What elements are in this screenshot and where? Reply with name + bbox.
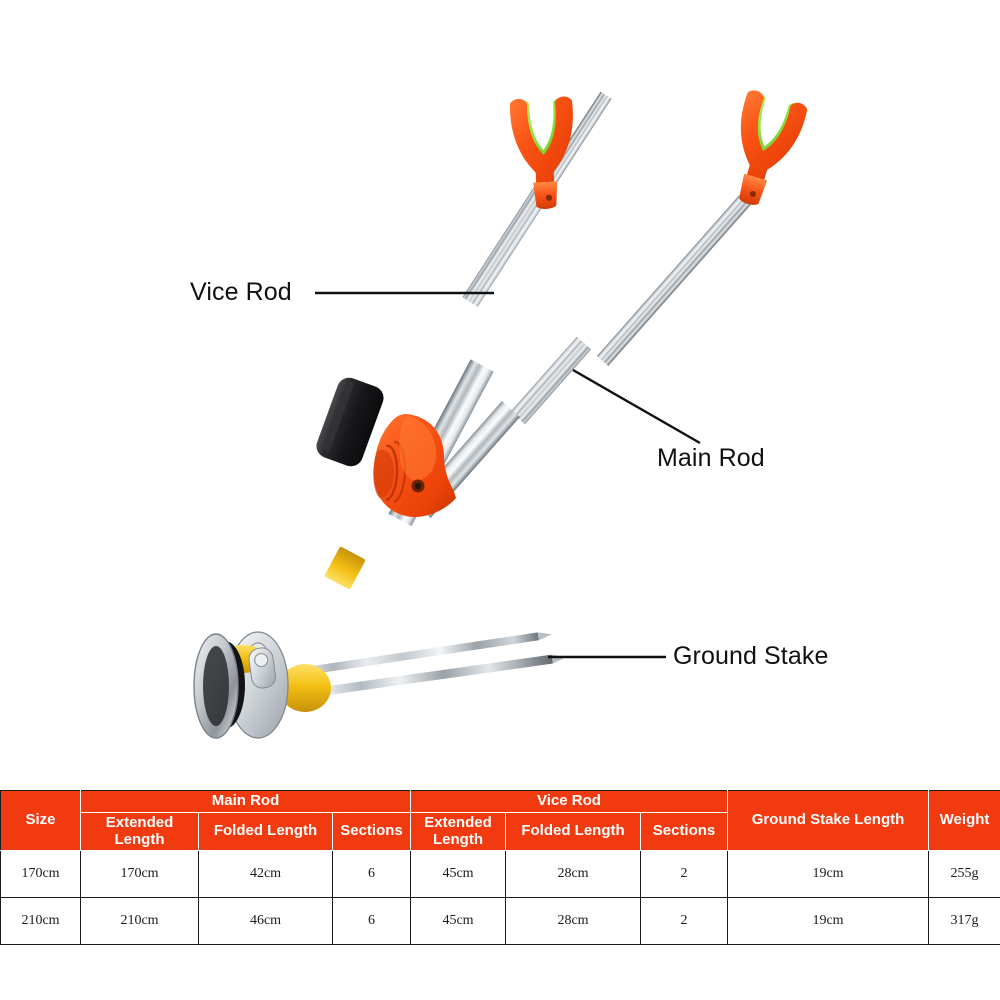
callout-leader-lines xyxy=(315,291,701,659)
header-vice-extended-length: Extended Length xyxy=(410,811,506,852)
cell-main-folded: 46cm xyxy=(198,897,333,946)
cell-weight: 255g xyxy=(928,850,1000,899)
ground-stake-graphic xyxy=(193,631,567,739)
cell-main-extended: 210cm xyxy=(80,897,199,946)
cell-main-sections: 6 xyxy=(332,850,411,899)
table-header-row-sub: Extended Length Folded Length Sections E… xyxy=(1,811,1000,852)
cell-main-folded: 42cm xyxy=(198,850,333,899)
callout-label-vice-rod: Vice Rod xyxy=(190,278,292,306)
leader-line-main-rod xyxy=(572,368,701,445)
header-vice-folded-length: Folded Length xyxy=(505,811,641,852)
cell-main-extended: 170cm xyxy=(80,850,199,899)
header-weight: Weight xyxy=(928,789,1000,852)
black-cap-graphic xyxy=(316,377,384,467)
specification-table-container: Size Main Rod Vice Rod Ground Stake Leng… xyxy=(0,789,1000,946)
cell-weight: 317g xyxy=(928,897,1000,946)
table-row: 210cm 210cm 46cm 6 45cm 28cm 2 19cm 317g xyxy=(0,897,1000,946)
callout-label-ground-stake: Ground Stake xyxy=(673,642,829,670)
table-header-row-group: Size Main Rod Vice Rod Ground Stake Leng… xyxy=(0,789,1000,852)
cell-main-sections: 6 xyxy=(332,897,411,946)
main-rod-fork-head-graphic xyxy=(739,90,808,205)
header-main-sections: Sections xyxy=(332,811,411,852)
header-ground-stake-length: Ground Stake Length xyxy=(727,789,930,852)
header-main-rod: Main Rod xyxy=(80,790,411,813)
header-main-folded-length: Folded Length xyxy=(198,811,333,852)
cell-vice-extended: 45cm xyxy=(410,850,506,899)
cell-size: 170cm xyxy=(0,850,81,899)
header-vice-sections: Sections xyxy=(639,811,729,852)
table-row: 170cm 170cm 42cm 6 45cm 28cm 2 19cm 255g xyxy=(0,850,1000,899)
product-photo: Vice Rod Main Rod Ground Stake xyxy=(190,90,829,739)
yellow-collar-graphic xyxy=(324,546,366,590)
cell-vice-folded: 28cm xyxy=(505,850,641,899)
cell-vice-sections: 2 xyxy=(639,897,729,946)
vice-rod-fork-head-graphic xyxy=(510,96,573,209)
cell-vice-folded: 28cm xyxy=(505,897,641,946)
cell-size: 210cm xyxy=(0,897,81,946)
header-size: Size xyxy=(0,789,81,852)
cell-vice-sections: 2 xyxy=(639,850,729,899)
header-main-extended-length: Extended Length xyxy=(80,811,199,852)
cell-vice-extended: 45cm xyxy=(410,897,506,946)
cell-ground-stake-length: 19cm xyxy=(727,850,930,899)
header-vice-rod: Vice Rod xyxy=(409,790,729,813)
callout-label-main-rod: Main Rod xyxy=(657,444,765,472)
pivot-joint-graphic xyxy=(373,414,456,518)
cell-ground-stake-length: 19cm xyxy=(727,897,930,946)
specification-table: Size Main Rod Vice Rod Ground Stake Leng… xyxy=(0,789,1000,946)
